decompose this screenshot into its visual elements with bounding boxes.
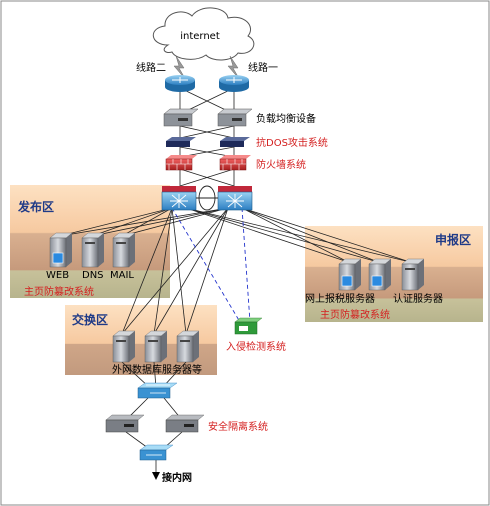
server-exchange-3-icon: [176, 330, 200, 363]
isolation-right-icon: [165, 414, 205, 433]
server-dns-icon: [81, 232, 105, 268]
server-exchange-1-icon: [112, 330, 136, 363]
router-right-icon: [219, 75, 249, 92]
isolation-left-icon: [105, 414, 145, 433]
internet-cloud-icon: internet: [152, 7, 255, 61]
anti-dos-right-icon: [220, 137, 250, 147]
server-tax-label: 网上报税服务器: [305, 292, 375, 305]
zone-declare-footer: 主页防篡改系统: [320, 308, 390, 321]
load-balancer-left-icon: [163, 108, 199, 127]
server-web-icon: [49, 232, 73, 268]
intranet-label: 接内网: [162, 471, 192, 484]
load-balancer-right-icon: [217, 108, 253, 127]
anti-dos-label: 抗DOS攻击系统: [256, 136, 328, 149]
ids-label: 入侵检测系统: [226, 340, 286, 353]
server-tax-2-icon: [368, 258, 392, 291]
firewall-label: 防火墙系统: [256, 158, 306, 171]
ids-monitor-lines: [171, 207, 251, 323]
server-auth-icon: [401, 258, 425, 291]
declare-servers: 网上报税服务器 认证服务器: [305, 258, 443, 305]
line2-label: 线路二: [136, 61, 166, 74]
internet-label: internet: [180, 31, 220, 42]
arrow-down-icon: [152, 472, 160, 480]
zone-publish-footer: 主页防篡改系统: [24, 285, 94, 298]
firewall-right-icon: [219, 155, 251, 171]
server-mail-icon: [112, 232, 136, 268]
intranet-switch-icon: [139, 444, 174, 461]
exchange-servers: 外网数据库服务器等: [112, 330, 202, 376]
load-balancer-label: 负载均衡设备: [256, 112, 316, 125]
isolation-label: 安全隔离系统: [208, 420, 268, 433]
server-tax-1-icon: [338, 258, 362, 291]
zone-declare-title: 申报区: [435, 232, 471, 247]
zone-declare: 申报区 主页防篡改系统: [305, 226, 483, 322]
server-exchange-2-icon: [144, 330, 168, 363]
zone-exchange-title: 交换区: [72, 312, 108, 327]
core-switch-right-icon: [217, 186, 253, 211]
server-mail-label: MAIL: [110, 270, 134, 281]
publish-servers: WEB DNS MAIL: [46, 232, 136, 281]
zone-publish-title: 发布区: [17, 199, 54, 214]
core-switch-left-icon: [161, 186, 197, 211]
server-web-label: WEB: [46, 270, 69, 281]
anti-dos-left-icon: [166, 137, 196, 147]
firewall-left-icon: [165, 155, 197, 171]
ids-icon: [234, 317, 263, 335]
server-dns-label: DNS: [82, 270, 104, 281]
router-left-icon: [165, 75, 195, 92]
line1-label: 线路一: [248, 61, 278, 74]
exchange-switch-icon: [137, 382, 178, 399]
connection-lines: [59, 87, 411, 472]
exchange-servers-label: 外网数据库服务器等: [112, 363, 202, 376]
server-auth-label: 认证服务器: [393, 292, 443, 305]
